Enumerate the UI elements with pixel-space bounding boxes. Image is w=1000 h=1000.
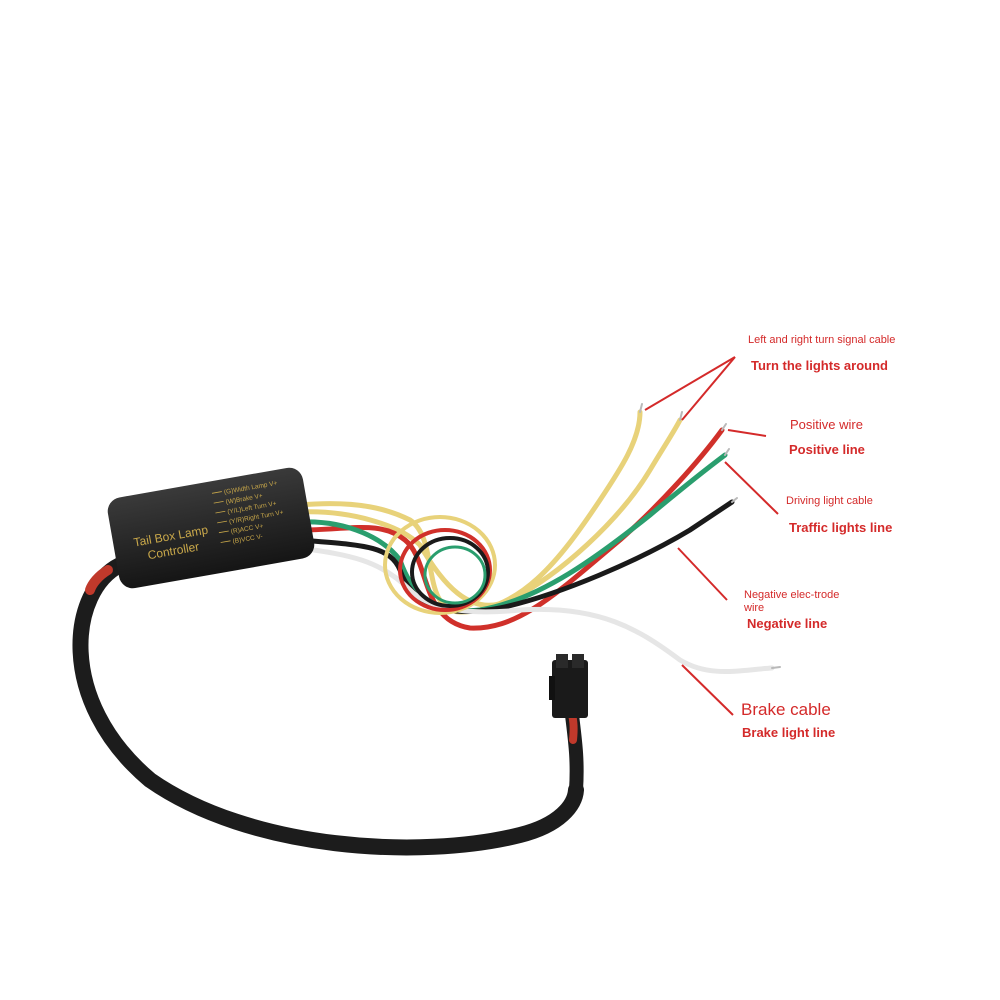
- positive-wire-label: Positive wire: [790, 417, 863, 432]
- pin-tick-4: [218, 530, 229, 534]
- wire-bundle: [297, 403, 781, 674]
- leader-lines: [644, 356, 779, 716]
- connector-lead-red: [568, 711, 578, 744]
- pin-tick-3: [217, 520, 228, 524]
- negative-electrode-wire-label: Negative elec-trode wire: [744, 589, 840, 614]
- positive-line-label: Positive line: [789, 442, 865, 457]
- pin-tick-1: [213, 501, 224, 504]
- controller-box: Tail Box Lamp Controller (G)Width Lamp V…: [107, 467, 315, 589]
- brake-cable-label: Brake cable: [741, 700, 831, 719]
- cable-red-sleeve: [85, 565, 113, 595]
- turn-signal-cable-label: Left and right turn signal cable: [748, 334, 896, 346]
- brake-light-line-label: Brake light line: [742, 725, 836, 740]
- leader-negative: [677, 547, 728, 601]
- leader-turn-b: [681, 356, 736, 421]
- connector-plug: [549, 654, 588, 718]
- leader-turn-a: [644, 356, 736, 411]
- leader-driving: [724, 461, 779, 515]
- leader-brake: [681, 664, 734, 716]
- pin-tick-2: [215, 510, 226, 514]
- pin-label-list: (G)Width Lamp V+(W)Brake V+(Y/L)Left Tur…: [211, 480, 284, 545]
- turn-signal-line-label: Turn the lights around: [751, 358, 888, 373]
- negative-line-label: Negative line: [747, 616, 828, 631]
- leader-positive: [727, 429, 767, 437]
- pin-tick-0: [211, 491, 222, 494]
- traffic-lights-line-label: Traffic lights line: [789, 520, 893, 535]
- pin-tick-5: [220, 540, 231, 543]
- main-cable: [72, 557, 584, 856]
- driving-light-cable-label: Driving light cable: [786, 495, 873, 507]
